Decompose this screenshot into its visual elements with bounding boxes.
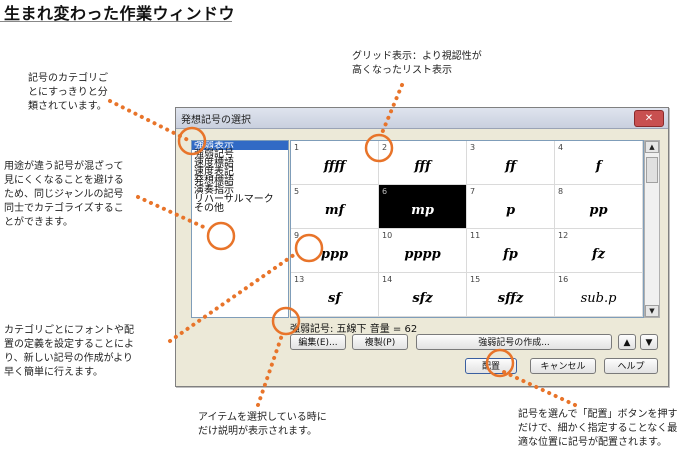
cell-number: 6 [382, 187, 388, 196]
cell-symbol: sfz [412, 291, 433, 306]
category-item[interactable]: その他 [194, 203, 224, 214]
cell-symbol: fff [414, 159, 431, 174]
category-item[interactable]: 演奏指示 [194, 185, 234, 196]
cell-symbol: fz [592, 247, 605, 262]
symbol-cell[interactable]: 3 ff [467, 141, 555, 185]
cell-number: 11 [470, 231, 481, 240]
symbol-cell[interactable]: 13 sf [291, 273, 379, 317]
symbol-cell[interactable]: 10 pppp [379, 229, 467, 273]
annotation-place: 記号を選んで「配置」ボタンを押す だけで、細かく指定することなく最 適な位置に記… [518, 409, 678, 448]
cell-number: 9 [294, 231, 300, 240]
move-down-button[interactable]: ▼ [640, 334, 658, 350]
cell-symbol: sub.p [580, 291, 617, 306]
edit-button[interactable]: 編集(E)... [290, 334, 346, 350]
scroll-thumb[interactable] [646, 157, 658, 183]
cell-symbol: pppp [404, 247, 441, 262]
page-title: 生まれ変わった作業ウィンドウ [4, 4, 236, 23]
cell-number: 15 [470, 275, 481, 284]
category-item[interactable]: 速度標語 [194, 158, 234, 169]
cell-number: 16 [558, 275, 569, 284]
cancel-button[interactable]: キャンセル [530, 358, 596, 374]
cell-symbol: p [505, 203, 516, 218]
grid-scrollbar[interactable]: ▲ ▼ [644, 140, 660, 318]
dialog-titlebar[interactable]: 発想記号の選択 ✕ [176, 108, 668, 129]
symbol-cell[interactable]: 12 fz [555, 229, 643, 273]
symbol-description: 強弱記号: 五線下 音量 = 62 [290, 324, 418, 335]
duplicate-button[interactable]: 複製(P) [352, 334, 408, 350]
symbol-cell[interactable]: 15 sffz [467, 273, 555, 317]
cell-number: 8 [558, 187, 564, 196]
symbol-cell[interactable]: 6 mp [379, 185, 467, 229]
cell-number: 14 [382, 275, 393, 284]
cell-number: 1 [294, 143, 300, 152]
cell-number: 5 [294, 187, 300, 196]
cell-symbol: f [595, 159, 602, 174]
title-divider [0, 21, 232, 22]
symbol-cell[interactable]: 8 pp [555, 185, 643, 229]
create-dynamic-button[interactable]: 強弱記号の作成... [416, 334, 612, 350]
close-button[interactable]: ✕ [634, 110, 664, 127]
category-item[interactable]: 強弱記号 [194, 149, 234, 160]
cell-number: 13 [294, 275, 305, 284]
cell-symbol: mp [411, 203, 434, 218]
annotation-font: カテゴリごとにフォントや配 置の定義を設定することによ り、新しい記号の作成がよ… [4, 325, 134, 378]
dialog-title: 発想記号の選択 [181, 115, 251, 126]
category-item[interactable]: 発想標語 [194, 176, 234, 187]
cell-symbol: sffz [497, 291, 524, 306]
annotation-grid: グリッド表示：より視認性が 高くなったリスト表示 [352, 51, 482, 76]
cell-symbol: pp [589, 203, 608, 218]
symbol-cell[interactable]: 2 fff [379, 141, 467, 185]
symbol-cell[interactable]: 5 mf [291, 185, 379, 229]
category-item[interactable]: 速度表記 [194, 167, 234, 178]
move-up-button[interactable]: ▲ [618, 334, 636, 350]
cell-symbol: ff [505, 159, 516, 174]
category-list[interactable]: 強弱表示 強弱記号 速度標語 速度表記 発想標語 演奏指示 リハーサルマーク そ… [191, 140, 289, 318]
cell-symbol: mf [324, 203, 345, 218]
cell-symbol: ppp [320, 247, 349, 262]
annotation-genre: 用途が違う記号が混ざって 見にくくなることを避ける ため、同じジャンルの記号 同… [4, 161, 124, 228]
symbol-cell[interactable]: 9 ppp [291, 229, 379, 273]
category-item[interactable]: 強弱表示 [192, 141, 288, 151]
help-button[interactable]: ヘルプ [604, 358, 658, 374]
symbol-cell[interactable]: 16 sub.p [555, 273, 643, 317]
cell-symbol: fp [503, 247, 518, 262]
cell-number: 4 [558, 143, 564, 152]
symbol-cell[interactable]: 11 fp [467, 229, 555, 273]
annotation-category: 記号のカテゴリご とにすっきりと分 類されています。 [28, 73, 108, 112]
cell-symbol: ffff [323, 159, 346, 174]
cell-number: 3 [470, 143, 476, 152]
scroll-down-arrow[interactable]: ▼ [645, 305, 659, 317]
category-item[interactable]: リハーサルマーク [194, 194, 274, 205]
annotation-description: アイテムを選択している時に だけ説明が表示されます。 [198, 412, 327, 437]
symbol-cell[interactable]: 1 ffff [291, 141, 379, 185]
symbol-cell[interactable]: 14 sfz [379, 273, 467, 317]
cell-number: 2 [382, 143, 388, 152]
place-button[interactable]: 配置 [465, 358, 517, 374]
scroll-up-arrow[interactable]: ▲ [645, 141, 659, 153]
cell-number: 10 [382, 231, 393, 240]
cell-number: 7 [470, 187, 476, 196]
cell-number: 12 [558, 231, 569, 240]
expression-dialog: 発想記号の選択 ✕ 強弱表示 強弱記号 速度標語 速度表記 発想標語 演奏指示 … [175, 107, 669, 387]
cell-symbol: sf [328, 291, 341, 306]
